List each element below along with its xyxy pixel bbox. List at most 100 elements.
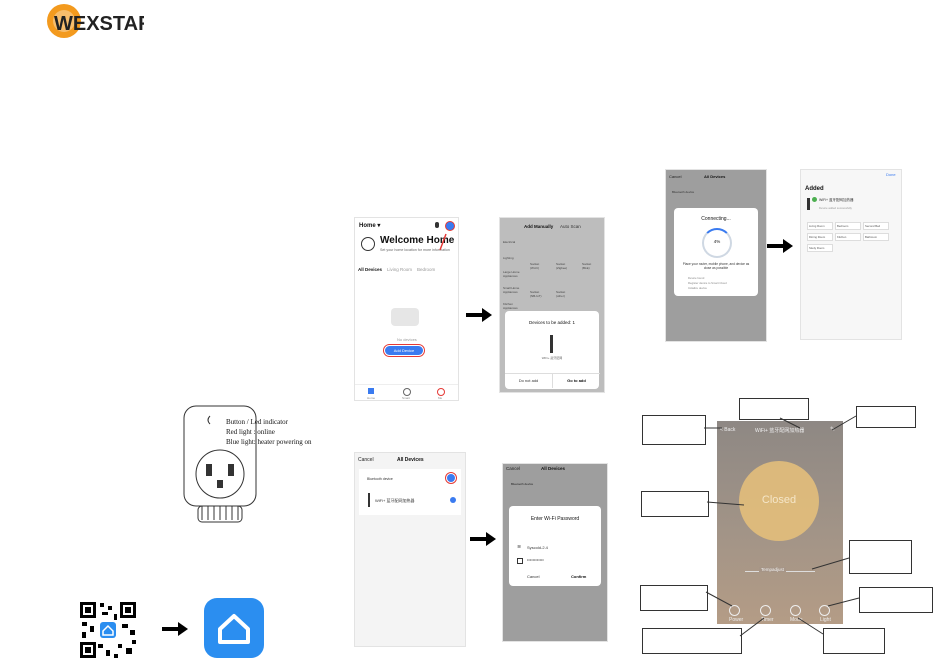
add-device-button[interactable]: Add Device xyxy=(383,344,425,357)
password-field[interactable]: •••••••••••• xyxy=(527,557,544,562)
connecting-instructions: Place your router, mobile phone, and dev… xyxy=(682,262,750,270)
tile-socket-5[interactable]: Socket (other) xyxy=(556,290,566,298)
device-add-icon[interactable] xyxy=(450,497,456,503)
screen-home: Home ▾ Welcome Home Set your home locati… xyxy=(354,217,459,401)
nav-home-icon[interactable] xyxy=(368,388,374,394)
wifi-cancel-button[interactable]: Cancel xyxy=(527,574,540,579)
all-devices-title-6: All Devices xyxy=(541,466,566,471)
step-1: Device found xyxy=(688,276,705,280)
callout-title xyxy=(739,398,809,420)
tab-add-manually[interactable]: Add Manually xyxy=(524,224,554,229)
step-3: Initialize device xyxy=(688,286,707,290)
tile-socket-4[interactable]: Socket (NB-IoT) xyxy=(530,290,542,298)
ssid-field[interactable]: Syscold-2.4 xyxy=(527,545,548,550)
room-chip-2[interactable]: Bedroom xyxy=(835,222,861,230)
callout-edit xyxy=(856,406,916,428)
connecting-dialog: Connecting... 4% Place your router, mobi… xyxy=(674,208,758,296)
done-link[interactable]: Done xyxy=(886,172,896,177)
room-chip-3[interactable]: Second Bed xyxy=(863,222,889,230)
screen-connecting: Cancel All Devices Bluetooth device Conn… xyxy=(665,169,767,342)
status-text: Closed xyxy=(761,494,797,506)
no-devices-text: No devices xyxy=(397,337,417,342)
empty-box-icon xyxy=(391,308,419,326)
qr-code-icon xyxy=(78,600,138,660)
label-red: Red light : online xyxy=(226,428,275,436)
home-icon xyxy=(218,614,250,644)
nav-smart-icon[interactable] xyxy=(403,388,411,396)
nav-home-label: Home xyxy=(367,396,376,400)
nav-me-icon[interactable] xyxy=(437,388,445,396)
welcome-subtitle: Set your home location for more informat… xyxy=(380,248,450,252)
lock-icon xyxy=(517,558,523,564)
bluetooth-panel: Bluetooth device WiFi+ 蓝牙配网加热器 xyxy=(359,469,461,515)
room-chip-4[interactable]: Dining Room xyxy=(807,233,833,241)
mode-button-icon[interactable] xyxy=(790,605,801,616)
added-device-name: WiFi+ 蓝牙配网加热器 xyxy=(819,198,854,202)
power-button-icon[interactable] xyxy=(729,605,740,616)
mic-icon[interactable] xyxy=(435,222,439,228)
callout-power xyxy=(640,585,708,611)
brand-logo: WEXSTAR xyxy=(44,2,153,42)
screen-wifi-password: Cancel All Devices Bluetooth device Ente… xyxy=(502,463,608,642)
connecting-title: Connecting... xyxy=(701,216,731,222)
progress-percent: 4% xyxy=(713,239,721,244)
heater-device-icon xyxy=(183,405,257,523)
tab-auto-scan[interactable]: Auto Scan xyxy=(560,224,581,229)
tab-living-room[interactable]: Living Room xyxy=(387,267,413,272)
callout-light xyxy=(859,587,933,613)
smart-life-app-icon[interactable] xyxy=(204,598,264,658)
category-small[interactable]: Small Home Appliances xyxy=(503,286,520,294)
go-to-add-button[interactable]: Go to add xyxy=(552,373,600,388)
wexstar-logo-icon: WEXSTAR xyxy=(47,4,153,38)
mode-label: Mode xyxy=(790,617,803,623)
added-check-icon xyxy=(812,197,817,202)
callout-mode xyxy=(823,628,885,654)
do-not-add-button[interactable]: Do not add xyxy=(505,373,552,388)
callout-temp xyxy=(849,540,912,574)
room-chip-1[interactable]: Living Room xyxy=(807,222,833,230)
power-label: Power xyxy=(729,617,744,623)
bluetooth-label-6: Bluetooth device xyxy=(511,482,534,486)
add-device-plus-icon[interactable] xyxy=(445,221,455,231)
room-chip-7[interactable]: Study Room xyxy=(807,244,833,252)
all-devices-title-5: All Devices xyxy=(397,457,424,463)
svg-text:WEXSTAR: WEXSTAR xyxy=(54,13,144,35)
tile-socket-3[interactable]: Socket (BLE) xyxy=(582,262,592,270)
all-devices-title: All Devices xyxy=(704,174,726,179)
dialog-device-name: WiFi+ 蓝牙配网 xyxy=(541,356,563,360)
category-large[interactable]: Large Home Appliances xyxy=(503,270,520,278)
wifi-confirm-button[interactable]: Confirm xyxy=(571,574,587,579)
home-menu[interactable]: Home ▾ xyxy=(359,223,381,229)
category-lighting[interactable]: Lighting xyxy=(503,256,514,260)
cancel-link-6[interactable]: Cancel xyxy=(506,466,521,471)
tile-socket-1[interactable]: Socket (Wi-Fi) xyxy=(530,262,540,270)
room-chip-5[interactable]: Kitchen xyxy=(835,233,861,241)
tab-all-devices[interactable]: All Devices xyxy=(358,267,383,272)
add-plus-icon[interactable] xyxy=(445,472,457,484)
timer-button-icon[interactable] xyxy=(760,605,771,616)
bottom-nav: Home Smart Me xyxy=(355,384,458,400)
back-button[interactable]: < Back xyxy=(720,427,736,433)
welcome-title: Welcome Home xyxy=(380,235,455,246)
cancel-link-5[interactable]: Cancel xyxy=(358,457,374,463)
light-button-icon[interactable] xyxy=(819,605,830,616)
device-name-5[interactable]: WiFi+ 蓝牙配网加热器 xyxy=(375,498,415,503)
arrow-screen5-to-6 xyxy=(470,532,496,546)
category-kitchen[interactable]: Kitchen Appliances xyxy=(503,302,518,310)
sun-icon xyxy=(361,237,375,251)
light-label: Light xyxy=(820,617,831,623)
dialog-title: Devices to be added: 1 xyxy=(528,320,576,325)
wifi-dialog: Enter Wi-Fi Password ≋ Syscold-2.4 •••••… xyxy=(509,506,601,586)
category-electrical[interactable]: Electrical xyxy=(503,240,516,244)
status-circle[interactable] xyxy=(739,461,819,541)
screen-control: < Back WiFi+ 蓝牙配网加热器 ✎ Closed Tempadjust… xyxy=(717,421,843,624)
timer-label: Timer xyxy=(761,617,774,623)
cancel-link[interactable]: Cancel xyxy=(669,174,682,179)
temp-adjust-label[interactable]: Tempadjust xyxy=(759,567,787,572)
label-title: Button / Led indicator xyxy=(226,418,289,426)
room-chip-6[interactable]: Bathroom xyxy=(863,233,889,241)
bluetooth-label: Bluetooth device xyxy=(672,190,695,194)
tab-bedroom[interactable]: Bedroom xyxy=(417,267,436,272)
edit-pencil-icon[interactable]: ✎ xyxy=(830,427,836,433)
tile-socket-2[interactable]: Socket (Zigbee) xyxy=(556,262,568,270)
